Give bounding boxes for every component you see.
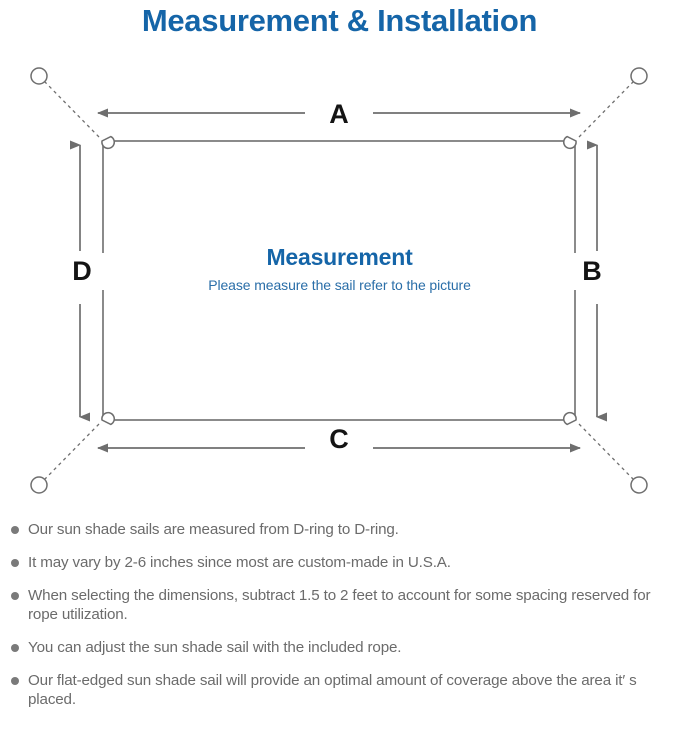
rope-bottom-right: [578, 423, 634, 480]
bullet-icon: [11, 559, 19, 567]
d-ring-bottom-left: [101, 411, 115, 426]
anchor-point-top-left: [30, 67, 48, 85]
diagram-canvas: [30, 67, 648, 494]
notes-list: Our sun shade sails are measured from D-…: [0, 520, 679, 723]
note-text: Our flat-edged sun shade sail will provi…: [28, 672, 637, 708]
sail-measurement-label: Measurement: [266, 244, 413, 270]
note-text: Our sun shade sails are measured from D-…: [28, 521, 399, 538]
rope-lines: [44, 81, 634, 480]
dimension-label-b: B: [570, 253, 614, 290]
bullet-icon: [11, 526, 19, 534]
note-text: When selecting the dimensions, subtract …: [28, 587, 651, 623]
d-ring-bottom-right: [563, 411, 577, 426]
bullet-icon: [11, 592, 19, 600]
sail-corner-d-rings: [101, 135, 577, 426]
bullet-icon: [11, 677, 19, 685]
sail-measurement-instruction: Please measure the sail refer to the pic…: [208, 277, 471, 293]
list-item: Our flat-edged sun shade sail will provi…: [0, 671, 679, 709]
anchor-points: [30, 67, 648, 494]
list-item: Our sun shade sails are measured from D-…: [0, 520, 679, 539]
page-title: Measurement & Installation: [141, 3, 538, 38]
anchor-point-bottom-right: [630, 476, 648, 494]
rope-bottom-left: [44, 423, 100, 480]
dimension-label-d: D: [60, 253, 104, 290]
measurement-diagram: Measurement Please measure the sail refe…: [0, 46, 679, 516]
rope-top-right: [578, 81, 634, 138]
note-text: It may vary by 2-6 inches since most are…: [28, 554, 451, 571]
d-ring-top-right: [563, 135, 577, 150]
note-text: You can adjust the sun shade sail with t…: [28, 639, 402, 656]
dimension-label-a: A: [307, 97, 371, 132]
dimension-label-c: C: [307, 422, 371, 457]
d-ring-top-left: [101, 135, 115, 150]
anchor-point-top-right: [630, 67, 648, 85]
sail-rectangle: [102, 140, 576, 421]
list-item: When selecting the dimensions, subtract …: [0, 586, 679, 624]
list-item: It may vary by 2-6 inches since most are…: [0, 553, 679, 572]
rope-top-left: [44, 81, 100, 138]
list-item: You can adjust the sun shade sail with t…: [0, 638, 679, 657]
anchor-point-bottom-left: [30, 476, 48, 494]
bullet-icon: [11, 644, 19, 652]
